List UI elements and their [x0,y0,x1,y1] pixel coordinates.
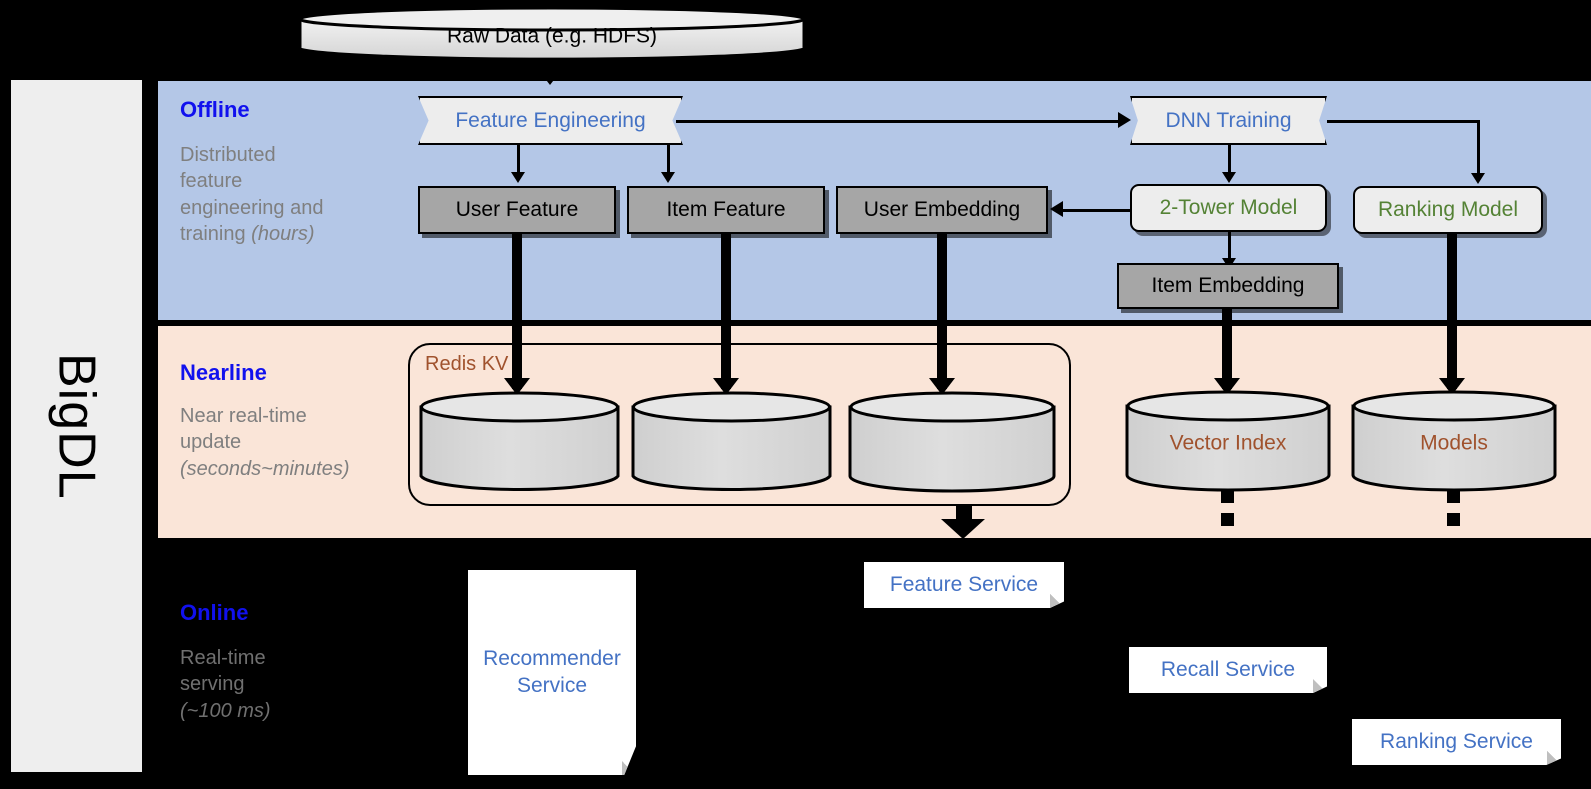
band-title-nearline: Nearline [180,360,267,385]
two-tower-model-label: 2-Tower Model [1159,196,1298,219]
arrowhead-userfeature-redis [504,378,530,395]
arrowhead-dnn-twotower [1222,172,1236,183]
item-feature-label: Item Feature [666,198,786,221]
feature-service-label: Feature Service [889,572,1039,596]
arrowhead-fe-userfeature [511,172,525,183]
pipe-userembedding-redis [937,234,947,389]
feature-engineering-label: Feature Engineering [455,108,646,132]
user-feature-label: User Feature [455,198,579,221]
nearline-sub-italic: (seconds~minutes) [180,457,350,480]
ranking-service-label: Ranking Service [1380,729,1533,753]
band-subtitle-nearline: Near real-time update (seconds~minutes) [180,403,410,482]
ranking-model-label: Ranking Model [1377,198,1519,221]
models-cylinder[interactable]: Models [1350,388,1558,493]
recommender-service-line1: Recommender [483,647,621,671]
offline-sub-italic: (hours) [251,223,315,246]
feature-engineering-box[interactable]: Feature Engineering [418,96,683,145]
offline-sub-line4: training [180,223,252,246]
connector-fe-dnn [676,120,1118,123]
connector-redis-featureservice-stub [956,506,972,520]
arrowhead-redis-featureservice [941,519,985,539]
nearline-sub-line2: update [180,431,242,454]
nearline-sub-line1: Near real-time [180,405,307,427]
ranking-service-card[interactable]: Ranking Service [1352,719,1561,765]
online-sub-line1: Real-time [180,647,266,669]
raw-data-cylinder: Raw Data (e.g. HDFS) [297,5,807,63]
bigdl-label: BigDL [47,352,106,500]
bigdl-framework-rail: BigDL [9,78,144,774]
offline-sub-line1: Distributed [180,144,276,166]
feature-service-card[interactable]: Feature Service [864,562,1064,608]
arrowhead-userembedding-redis [929,378,955,395]
connector-dnn-ranking-h [1327,120,1480,123]
pipe-itememb-vectorindex [1222,309,1232,389]
redis-cylinder-3 [847,390,1057,493]
band-subtitle-online: Real-time serving (~100 ms) [180,645,395,724]
connector-vectorindex-stub-2 [1221,513,1234,526]
connector-dnn-ranking-v [1477,120,1480,176]
dnn-training-box[interactable]: DNN Training [1130,96,1327,145]
dnn-training-label: DNN Training [1165,108,1292,132]
redis-cylinder-1 [418,390,621,493]
band-subtitle-offline: Distributed feature engineering and trai… [180,142,395,248]
item-embedding-label: Item Embedding [1151,274,1305,297]
item-feature-box[interactable]: Item Feature [627,186,825,234]
recall-service-card[interactable]: Recall Service [1129,647,1327,693]
pipe-userfeature-redis [512,234,522,389]
pipe-itemfeature-redis [721,234,731,389]
connector-fe-userfeature [517,145,520,175]
connector-twotower-userembedding [1062,209,1130,212]
recommender-service-line2: Service [516,673,587,697]
offline-sub-line3: engineering and [180,196,324,219]
connector-rawdata-fe [549,58,552,74]
arrowhead-dnn-ranking [1471,173,1485,184]
user-feature-box[interactable]: User Feature [418,186,616,234]
online-sub-line2: serving [180,673,245,696]
connector-models-stub-2 [1447,513,1460,526]
band-title-offline: Offline [180,97,250,122]
arrowhead-fe-dnn [1118,112,1131,128]
user-embedding-label: User Embedding [863,198,1021,221]
recommender-service-label: Recommender Service [483,646,621,699]
arrowhead-twotower-userembedding [1050,201,1063,217]
arrowhead-itemfeature-redis [713,378,739,395]
arrowhead-rawdata-fe [537,68,563,85]
arrowhead-fe-itemfeature [661,172,675,183]
redis-kv-container [408,343,1071,506]
vector-index-cylinder[interactable]: Vector Index [1124,388,1332,493]
offline-sub-line2: feature [180,170,243,193]
recommender-service-card[interactable]: Recommender Service [468,570,636,775]
two-tower-model-box[interactable]: 2-Tower Model [1130,184,1327,232]
connector-models-stub-1 [1447,490,1460,503]
recall-service-label: Recall Service [1160,657,1296,681]
band-title-online: Online [180,600,249,625]
connector-fe-itemfeature [667,145,670,175]
connector-vectorindex-stub-1 [1221,490,1234,503]
item-embedding-box[interactable]: Item Embedding [1117,263,1339,309]
online-sub-italic: (~100 ms) [180,699,271,722]
ranking-model-box[interactable]: Ranking Model [1353,186,1543,234]
redis-cylinder-2 [630,390,833,493]
connector-dnn-twotower [1228,145,1231,175]
pipe-rankingmodel-models [1447,234,1457,389]
redis-kv-label: Redis KV [425,353,509,375]
user-embedding-box[interactable]: User Embedding [836,186,1048,234]
connector-twotower-itememb [1228,232,1231,262]
